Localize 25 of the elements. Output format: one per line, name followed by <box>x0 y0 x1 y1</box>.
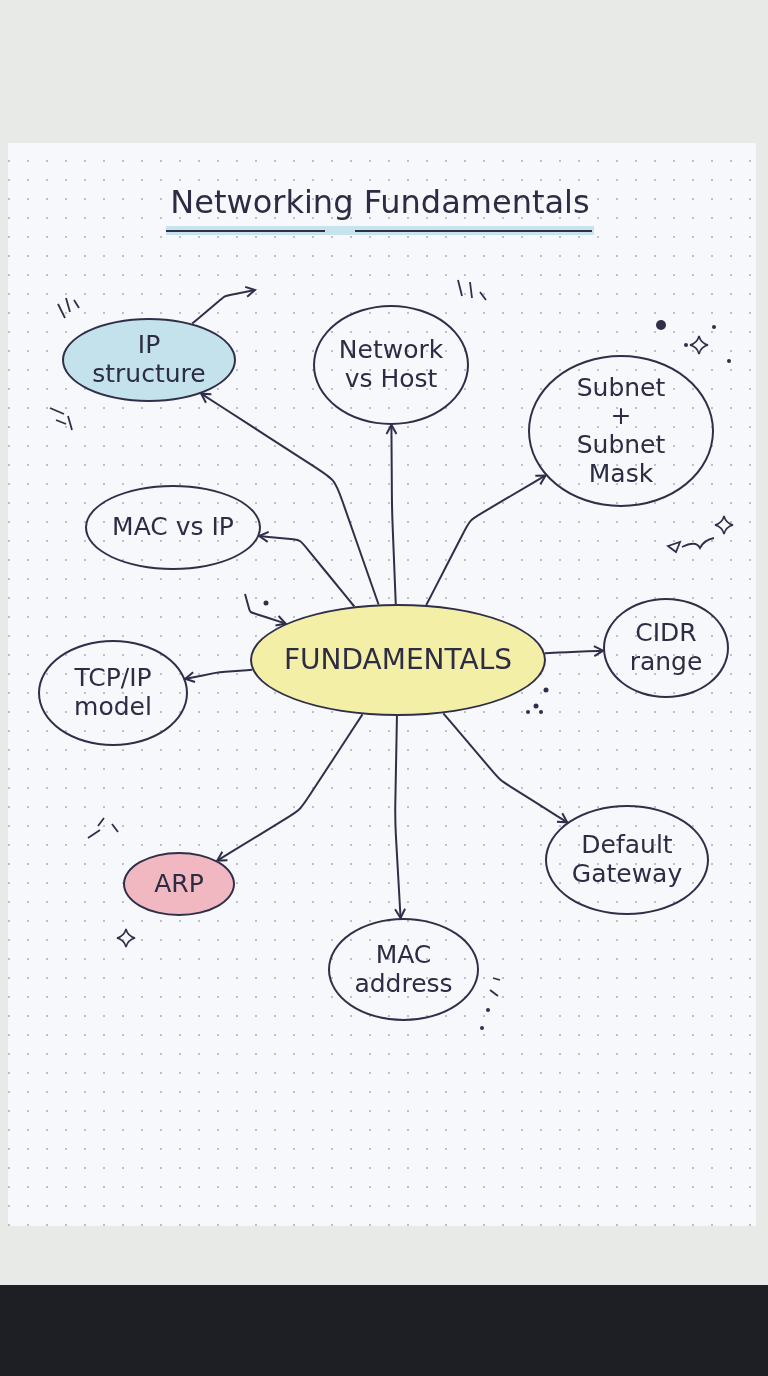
topic-label: MAC vs IP <box>112 513 234 542</box>
title: Networking Fundamentals <box>169 183 591 221</box>
arrow <box>385 424 398 605</box>
arrow <box>425 474 547 607</box>
topic-label: TCP/IP model <box>73 664 153 722</box>
arrow <box>216 713 364 862</box>
topic-label: IP structure <box>91 331 207 389</box>
arrow <box>200 392 380 606</box>
topic-label: MAC address <box>353 940 454 999</box>
topic-ellipse <box>85 485 261 570</box>
topic-ellipse <box>313 305 469 425</box>
topic-label: ARP <box>154 869 204 899</box>
topic-label: Default Gateway <box>570 831 684 889</box>
topic-ellipse <box>603 598 729 698</box>
topic-ellipse <box>38 640 188 746</box>
topic-ellipse <box>328 918 479 1021</box>
arrow <box>394 715 407 920</box>
topic-label: FUNDAMENTALS <box>284 643 512 677</box>
topic-label: CIDR range <box>628 619 704 677</box>
topic-label: Network vs Host <box>337 336 445 394</box>
topic-label: Subnet + Subnet Mask <box>575 373 667 489</box>
doodle-arrow <box>244 593 287 627</box>
doodle-arrow <box>191 285 256 325</box>
topic-ellipse <box>528 355 714 507</box>
topic-ellipse <box>545 805 709 915</box>
